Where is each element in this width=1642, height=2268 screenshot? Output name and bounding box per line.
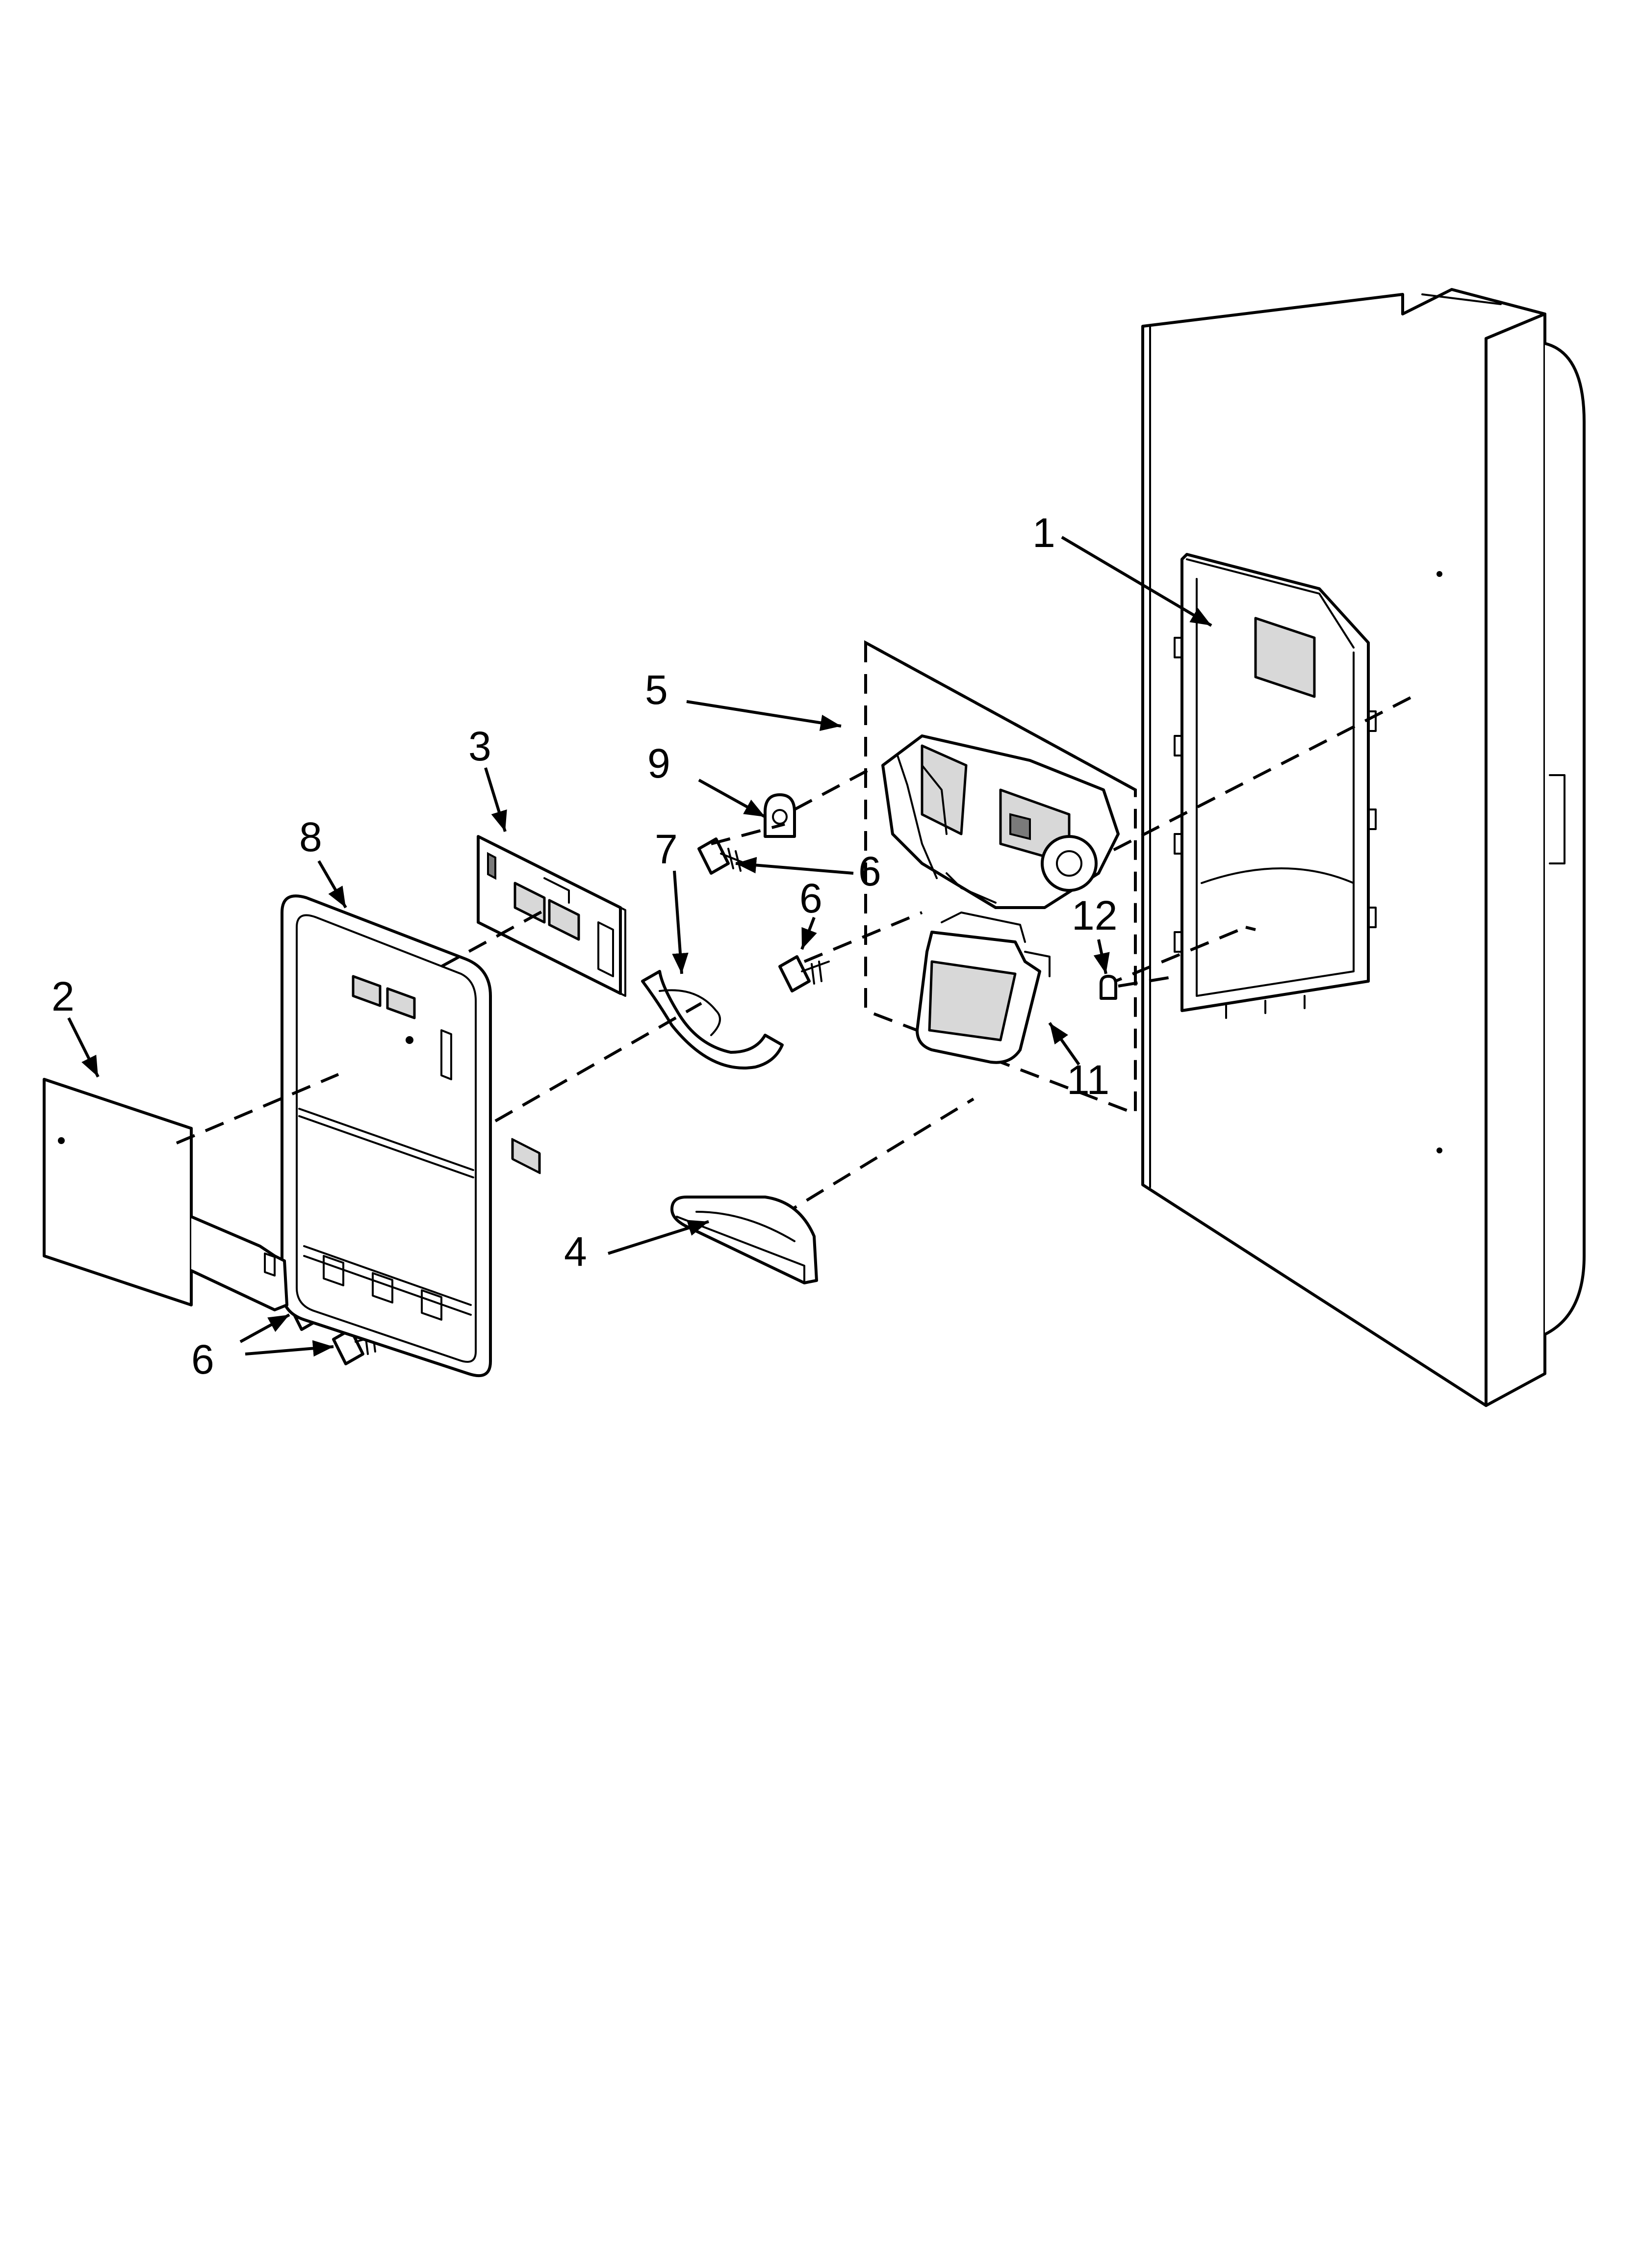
leader-11 <box>1048 1022 1080 1066</box>
callout-7: 7 <box>655 826 678 872</box>
part-3-control-board <box>477 835 626 1174</box>
part-6-screw-middle <box>778 955 830 992</box>
leader-6b <box>800 916 817 950</box>
leader-6c-2 <box>245 1340 334 1357</box>
part-2-overlay-sheet <box>43 1078 288 1311</box>
part-12-clip <box>1100 975 1117 1000</box>
callout-11: 11 <box>1067 1057 1109 1103</box>
callout-6-upper: 6 <box>858 848 881 894</box>
leader-6a <box>735 857 854 875</box>
leader-6c-1 <box>239 1313 290 1343</box>
part-4-drip-tray <box>670 1196 818 1284</box>
callout-8: 8 <box>299 814 322 860</box>
part-5-dispenser-mechanism <box>881 734 1120 909</box>
callout-3: 3 <box>468 723 491 769</box>
callout-4: 4 <box>564 1228 587 1275</box>
callout-9: 9 <box>647 740 670 786</box>
callout-6-lower: 6 <box>191 1336 214 1382</box>
callout-1: 1 <box>1032 510 1055 556</box>
part-1-dispenser-housing <box>1174 553 1377 1019</box>
callout-2: 2 <box>51 973 75 1019</box>
leader-12 <box>1093 939 1110 974</box>
leader-8 <box>317 860 347 909</box>
leader-arrows <box>67 536 1212 1357</box>
leader-4 <box>608 1220 709 1255</box>
part-8-front-frame <box>281 894 492 1377</box>
leader-7 <box>672 870 689 974</box>
leader-5 <box>686 700 842 731</box>
callout-labels: 1 2 3 4 5 6 6 6 7 8 9 11 12 <box>51 510 1117 1382</box>
part-7-curved-trim <box>641 970 784 1069</box>
part-6-screw-upper <box>697 837 746 875</box>
leader-9 <box>698 779 766 818</box>
leader-2 <box>67 1017 100 1078</box>
callout-12: 12 <box>1072 892 1117 938</box>
alignment-lines <box>176 769 1256 1145</box>
leader-3 <box>484 767 507 832</box>
leader-1 <box>1061 536 1212 627</box>
part-9-clip <box>764 793 796 838</box>
callout-5: 5 <box>645 667 668 713</box>
part-11-actuator-paddle <box>916 912 1051 1064</box>
callout-6-middle: 6 <box>799 875 822 921</box>
